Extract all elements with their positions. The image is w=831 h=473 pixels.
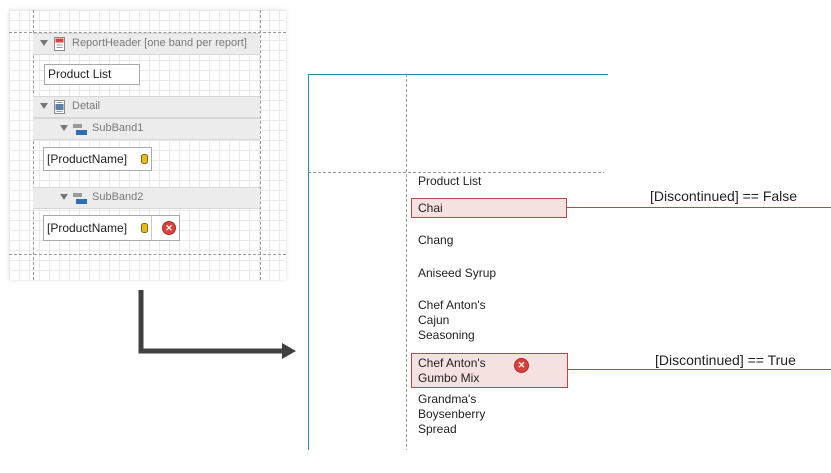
field-text: [ProductName] (47, 152, 128, 166)
database-field-icon (141, 223, 148, 233)
field-text: [ProductName] (47, 221, 128, 235)
list-item: Chef Anton's Cajun Seasoning (418, 298, 486, 342)
condition-label-true: [Discontinued] == True (655, 352, 796, 368)
preview-title: Product List (418, 174, 482, 188)
product-name-field-2[interactable]: [ProductName] ✕ (43, 215, 180, 241)
list-item: Chang (418, 233, 454, 247)
left-margin-line (33, 10, 34, 280)
report-designer-surface: ReportHeader [one band per report] Produ… (9, 10, 286, 280)
highlighted-row-true (411, 353, 568, 388)
list-item: Chai (418, 201, 443, 215)
top-margin-line (9, 32, 286, 33)
subband-icon (73, 193, 87, 204)
collapse-icon[interactable] (40, 40, 48, 46)
bottom-margin-line (9, 254, 286, 255)
list-item: Chef Anton's Gumbo Mix (418, 356, 486, 385)
list-item: Aniseed Syrup (418, 266, 497, 280)
condition-line-true (568, 369, 831, 370)
product-list-label-control[interactable]: Product List (44, 64, 140, 85)
band-subband2[interactable]: SubBand2 (33, 187, 260, 209)
list-item: Grandma's Boysenberry Spread (418, 392, 486, 436)
control-text: Product List (48, 67, 112, 81)
collapse-icon[interactable] (40, 103, 48, 109)
delete-x-icon[interactable]: ✕ (162, 221, 176, 235)
field-divider (151, 216, 152, 240)
band-subband1[interactable]: SubBand1 (33, 118, 260, 140)
database-field-icon (141, 154, 148, 164)
band-label: SubBand2 (92, 191, 144, 203)
condition-label-false: [Discontinued] == False (650, 188, 798, 204)
right-margin-line (260, 10, 261, 280)
arrow-icon (138, 290, 296, 359)
band-report-header[interactable]: ReportHeader [one band per report] (33, 33, 260, 55)
collapse-icon[interactable] (60, 125, 68, 131)
band-label: SubBand1 (92, 122, 144, 134)
detail-band-icon (54, 100, 65, 114)
product-name-field-1[interactable]: [ProductName] (43, 147, 152, 171)
collapse-icon[interactable] (60, 194, 68, 200)
condition-line-false (567, 207, 831, 208)
subband-icon (73, 124, 87, 135)
band-detail[interactable]: Detail (33, 96, 260, 118)
report-header-icon (54, 37, 65, 51)
delete-x-icon: ✕ (514, 358, 529, 373)
highlighted-row-false (411, 198, 567, 218)
band-label: ReportHeader [one band per report] (72, 37, 247, 49)
band-label: Detail (72, 100, 101, 112)
